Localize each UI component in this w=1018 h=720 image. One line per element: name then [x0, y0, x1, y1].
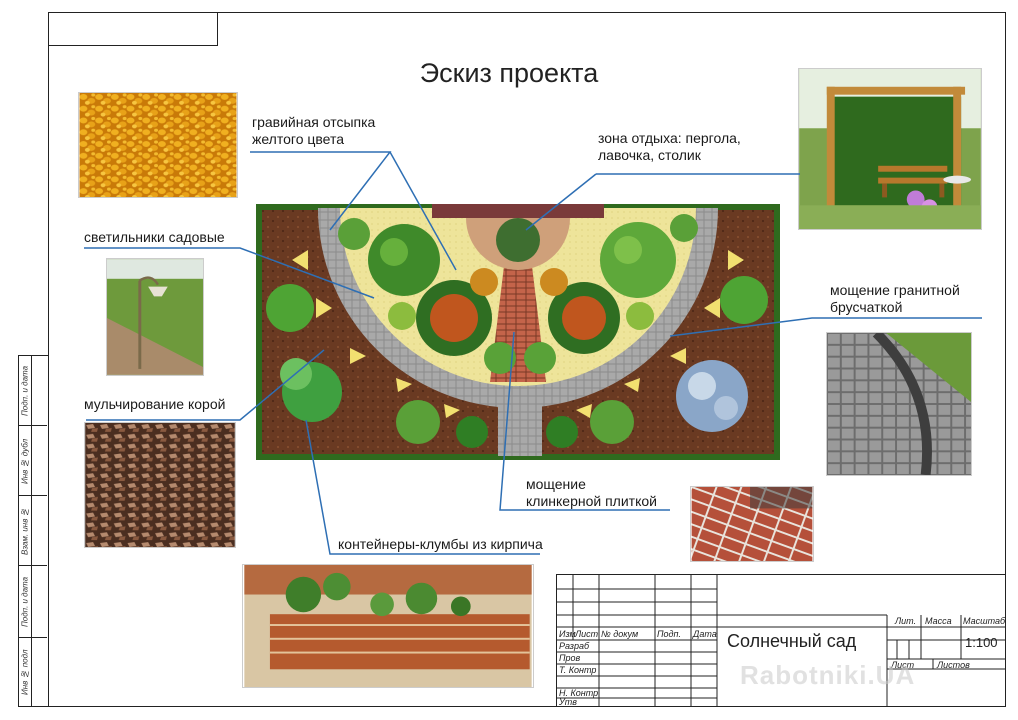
side-divider	[31, 356, 32, 706]
label-clinker-line-1: мощение	[526, 476, 586, 492]
label-containers-line-1: контейнеры-клумбы из кирпича	[338, 536, 543, 552]
stamp-role-razrab: Разраб	[559, 641, 590, 651]
leader-granite	[669, 317, 982, 337]
label-mulch: мульчирование корой	[84, 396, 225, 413]
label-gravel: гравийная отсыпка желтого цвета	[252, 114, 375, 148]
label-rest-zone-line-2: лавочка, столик	[598, 147, 701, 163]
stamp-header-date: Дата	[693, 629, 717, 639]
stamp-header-list: Лист	[575, 629, 599, 639]
leader-gravel-2	[389, 151, 457, 271]
label-mulch-line-1: мульчирование корой	[84, 396, 226, 412]
label-granite: мощение гранитной брусчаткой	[830, 282, 960, 316]
brick-container-photo	[242, 564, 534, 688]
stamp-role-tkontr: Т. Контр	[559, 665, 597, 675]
stamp-role-prov: Пров	[559, 653, 581, 663]
stamp-sheet-label: Лист	[891, 660, 915, 670]
pergola-photo	[798, 68, 982, 230]
label-rest-zone-line-1: зона отдыха: пергола,	[598, 130, 741, 146]
side-cell-3: Взам. инв №	[19, 496, 47, 566]
stamp-header-doc: № докум	[601, 629, 639, 639]
stamp-header-sign: Подп.	[657, 629, 681, 639]
label-rest-zone: зона отдыха: пергола, лавочка, столик	[598, 130, 741, 164]
clinker-photo	[690, 486, 814, 562]
project-name: Солнечный сад	[727, 631, 857, 651]
label-gravel-line-2: желтого цвета	[252, 131, 345, 147]
site-plan	[256, 204, 780, 460]
leader-gravel-1	[250, 151, 392, 231]
leader-containers	[305, 419, 540, 555]
stamp-scale-label: Масштаб	[963, 616, 1006, 626]
stamp-scale-value: 1:100	[965, 635, 998, 650]
mulch-photo	[84, 422, 236, 548]
side-cell-4: Подп. и дата	[19, 566, 47, 638]
gravel-photo	[78, 92, 238, 198]
stamp-role-nkontr: Н. Контр	[559, 688, 599, 698]
stamp-header-izm: Изм	[559, 629, 576, 639]
label-lights-line-1: светильники садовые	[84, 229, 225, 245]
page-title: Эскиз проекта	[419, 58, 599, 88]
label-granite-line-1: мощение гранитной	[830, 282, 960, 298]
title-block-grid	[557, 575, 1005, 706]
label-lights: светильники садовые	[84, 229, 225, 246]
label-containers: контейнеры-клумбы из кирпича	[338, 536, 543, 553]
drawing-frame	[48, 12, 1006, 707]
leader-clinker	[499, 331, 670, 511]
lamp-photo	[106, 258, 204, 376]
stamp-mass-label: Масса	[925, 616, 952, 626]
label-clinker-line-2: клинкерной плиткой	[526, 493, 657, 509]
label-gravel-line-1: гравийная отсыпка	[252, 114, 376, 130]
leader-lights	[84, 247, 375, 299]
leader-mulch	[86, 349, 325, 421]
stamp-role-utv: Утв	[559, 697, 577, 707]
side-strip: Подп. и дата Инв № дубл Взам. инв № Подп…	[18, 355, 48, 707]
stamp-lit-label: Лит.	[895, 616, 917, 626]
title-block: Изм Лист № докум Подп. Дата Разраб Пров …	[556, 574, 1006, 707]
label-granite-line-2: брусчаткой	[830, 299, 903, 315]
stamp-sheets-label: Листов	[937, 660, 970, 670]
label-clinker: мощение клинкерной плиткой	[526, 476, 657, 510]
corner-box	[48, 12, 218, 46]
leader-rest-zone-2	[525, 173, 597, 231]
side-cell-2: Инв № дубл	[19, 426, 47, 496]
watermark: Rabotniki.UA	[740, 660, 916, 690]
side-cell-1: Подп. и дата	[19, 356, 47, 426]
granite-photo	[826, 332, 972, 476]
